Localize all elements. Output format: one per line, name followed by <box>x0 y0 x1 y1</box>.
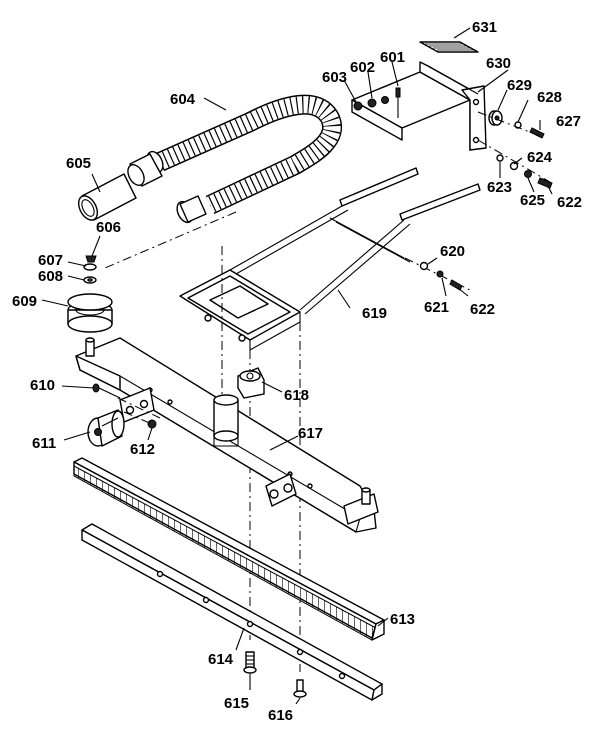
label-624: 624 <box>527 149 553 166</box>
bolts-601-603 <box>353 87 401 118</box>
label-623: 623 <box>487 179 512 196</box>
clamp-618 <box>237 367 265 399</box>
label-618: 618 <box>284 387 309 404</box>
label-615: 615 <box>224 695 249 712</box>
label-622-lower: 622 <box>470 301 495 318</box>
label-601: 601 <box>380 49 405 66</box>
label-616: 616 <box>268 707 293 724</box>
label-603: 603 <box>322 69 347 86</box>
wheel-611 <box>87 409 125 447</box>
callout-labels: 631 601 602 603 630 629 628 627 624 623 … <box>12 19 582 724</box>
leader-lines <box>41 27 553 705</box>
label-630: 630 <box>486 55 511 72</box>
label-628: 628 <box>537 89 562 106</box>
label-609: 609 <box>12 293 37 310</box>
coupling-605 <box>77 153 163 221</box>
label-613: 613 <box>390 611 415 628</box>
label-plate-631 <box>419 41 479 53</box>
housing-617 <box>75 337 379 533</box>
label-614: 614 <box>208 651 234 668</box>
label-621: 621 <box>424 299 449 316</box>
label-608: 608 <box>38 268 63 285</box>
label-612: 612 <box>130 441 155 458</box>
bracket-630 <box>351 61 487 151</box>
label-622-upper: 622 <box>557 194 582 211</box>
label-606: 606 <box>96 219 121 236</box>
knob-629 <box>477 110 545 139</box>
washers-623-625 <box>477 139 553 189</box>
brush-613 <box>73 457 385 641</box>
label-627: 627 <box>556 113 581 130</box>
label-602: 602 <box>350 59 375 76</box>
label-629: 629 <box>507 77 532 94</box>
hose-604 <box>146 94 342 224</box>
bolts-620-622 <box>404 257 471 291</box>
bolt-610 <box>92 383 161 419</box>
bolts-615-616 <box>243 651 307 698</box>
label-619: 619 <box>362 305 387 322</box>
label-631: 631 <box>472 19 497 36</box>
label-604: 604 <box>170 91 196 108</box>
rail-614 <box>81 523 383 701</box>
label-607: 607 <box>38 252 63 269</box>
label-617: 617 <box>298 425 323 442</box>
label-611: 611 <box>32 435 56 452</box>
label-610: 610 <box>30 377 55 394</box>
label-625: 625 <box>520 192 545 209</box>
frame-619 <box>179 167 481 351</box>
label-605: 605 <box>66 155 91 172</box>
label-620: 620 <box>440 243 465 260</box>
roller-606-609 <box>67 255 113 333</box>
